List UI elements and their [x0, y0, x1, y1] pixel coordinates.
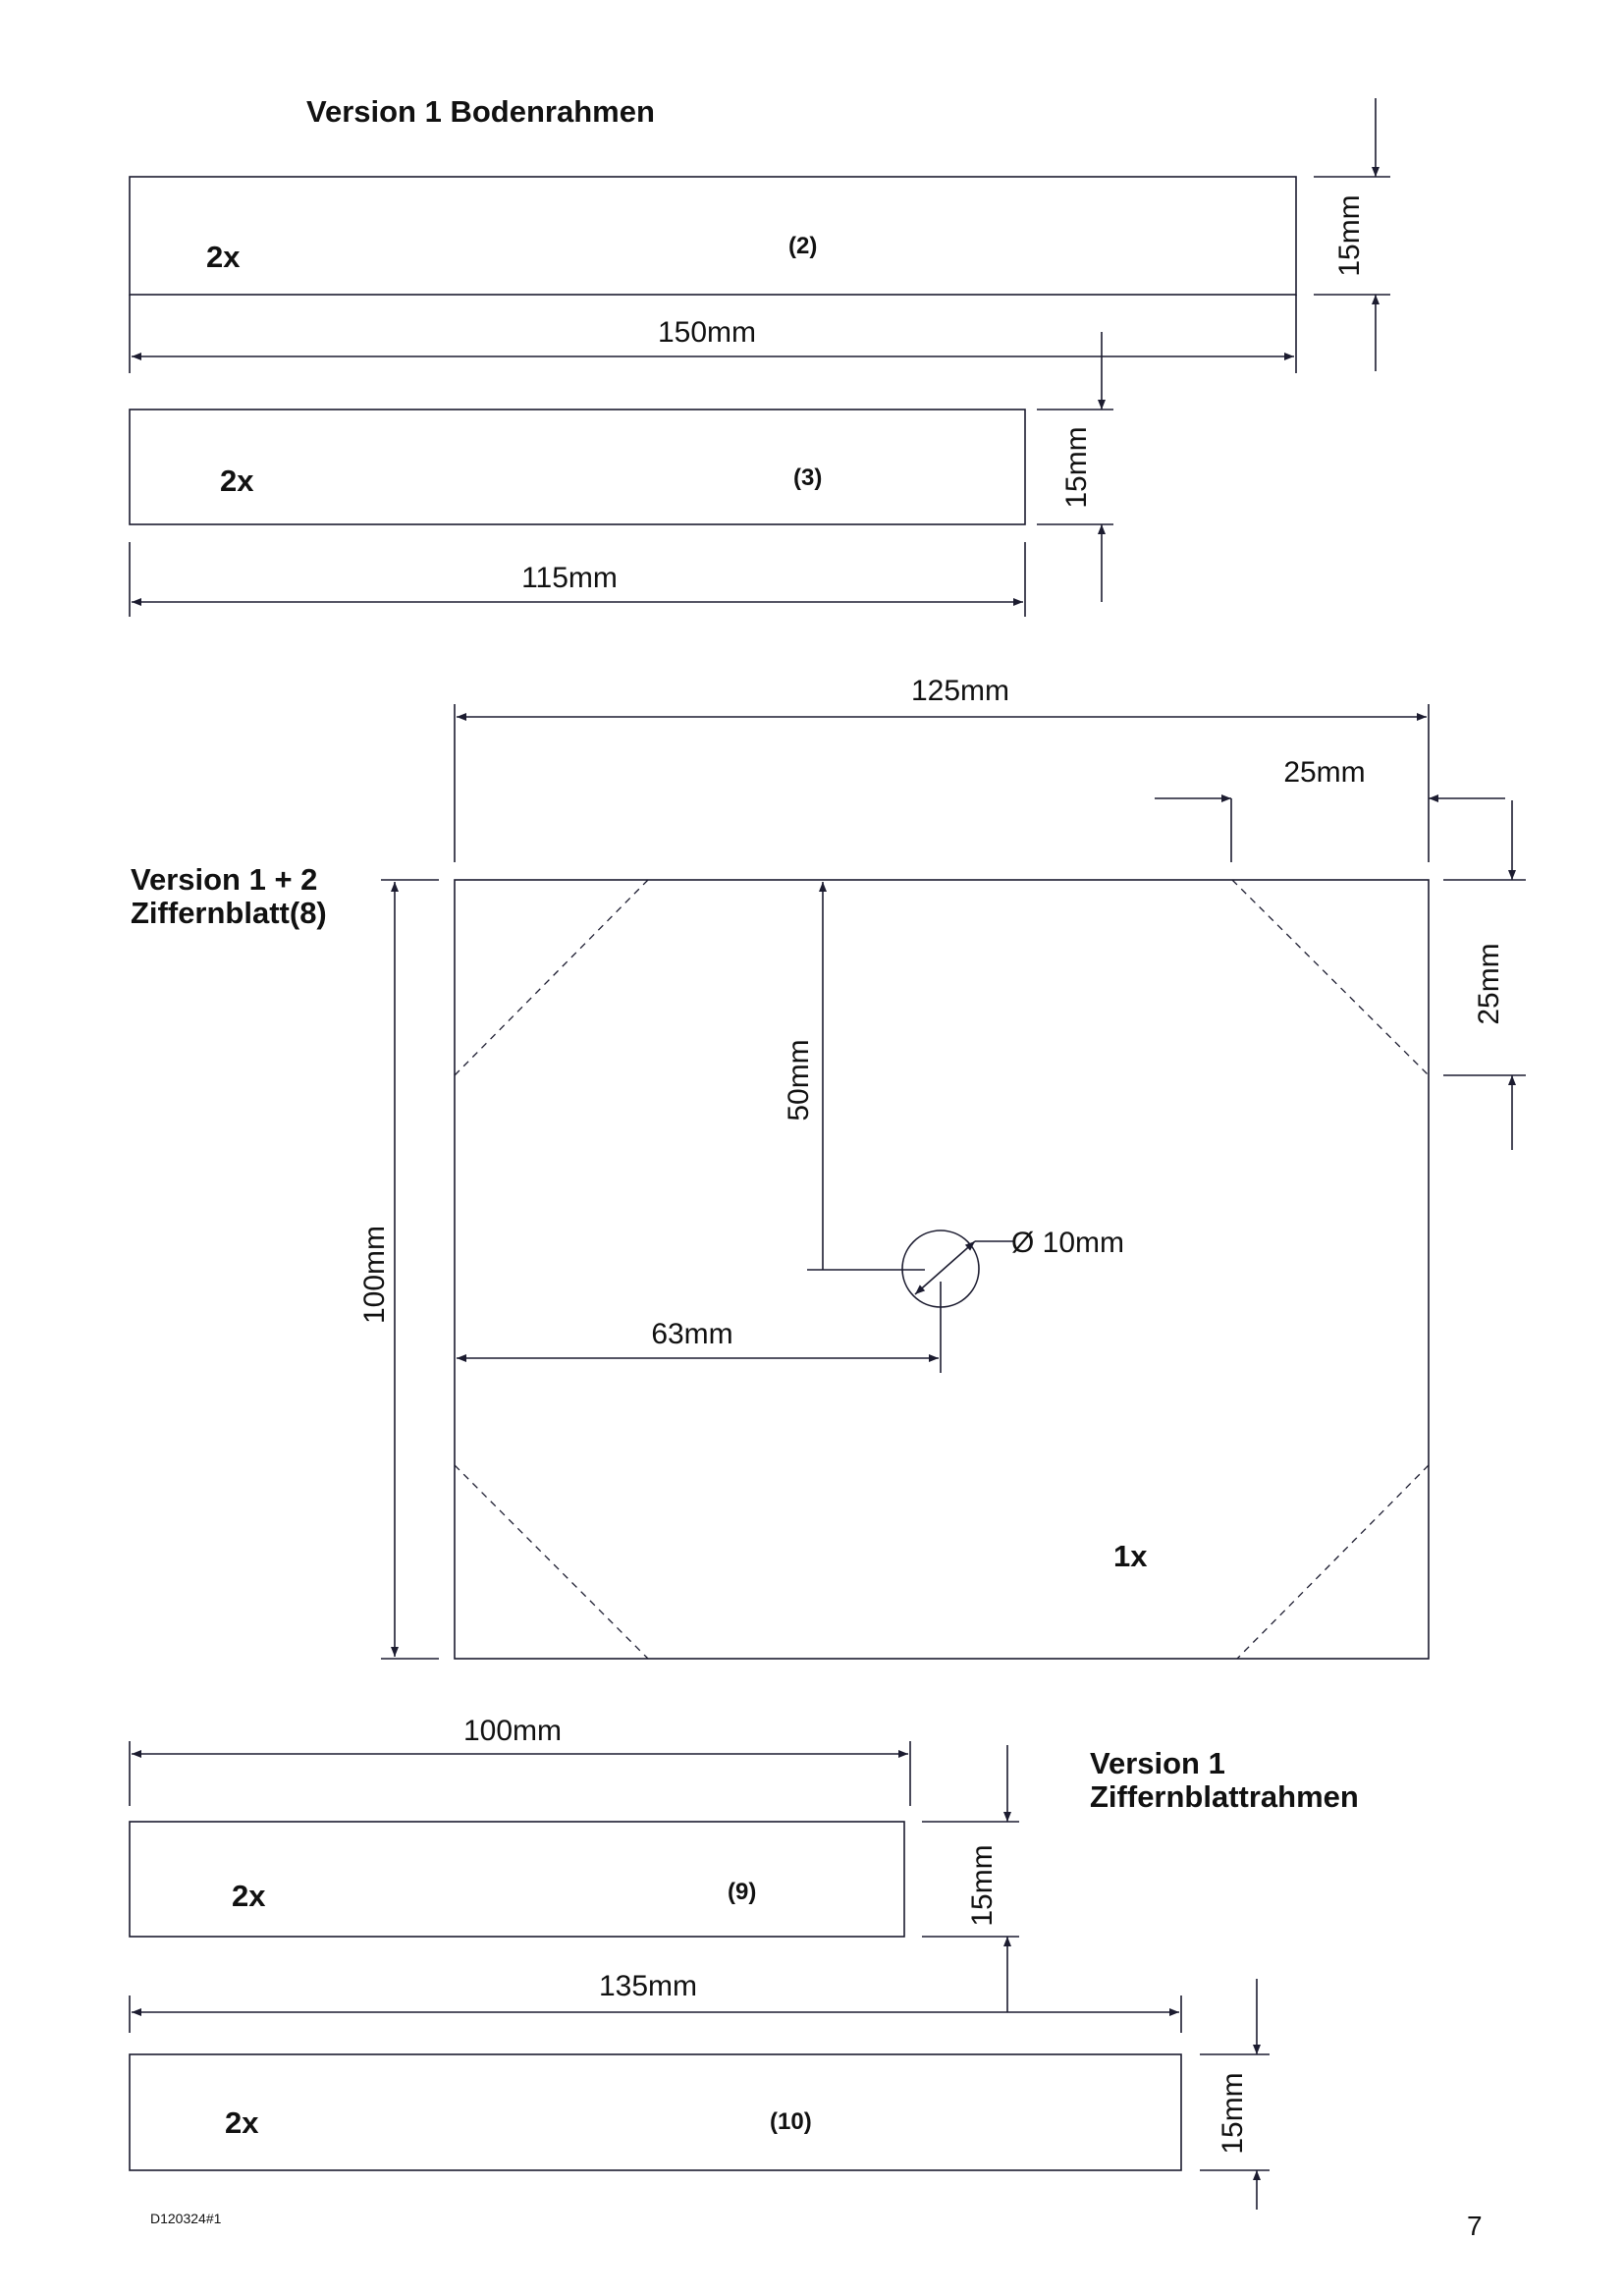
section-bodenrahmen: Version 1 Bodenrahmen 2x (2) 150mm 15mm … — [129, 94, 1390, 617]
dimension-width: 15mm — [1217, 2072, 1249, 2154]
section-title-line2: Ziffernblattrahmen — [1090, 1779, 1359, 1814]
section-ziffernblatt: Version 1 + 2 Ziffernblatt(8) 1x 125mm 2… — [131, 675, 1526, 1660]
part-quantity: 2x — [206, 240, 241, 274]
dimension-length: 135mm — [599, 1970, 697, 2002]
section-title: Version 1 Bodenrahmen — [306, 94, 655, 129]
dimension-hole-left: 63mm — [651, 1318, 732, 1350]
dimension-length: 100mm — [463, 1715, 562, 1747]
part-9: 100mm 2x (9) 15mm — [129, 1715, 1019, 2012]
part-number: (3) — [793, 465, 822, 491]
dimension-hole-top: 50mm — [783, 1039, 815, 1121]
dimension-hole-diameter: Ø 10mm — [1011, 1227, 1124, 1259]
dimension-corner-horizontal: 25mm — [1283, 756, 1365, 789]
page-number: 7 — [1467, 2211, 1483, 2241]
section-title-line2: Ziffernblatt(8) — [131, 896, 327, 930]
part-10: 135mm 2x (10) 15mm — [129, 1970, 1270, 2210]
dimension-corner-vertical: 25mm — [1473, 943, 1505, 1024]
part-number: (2) — [788, 233, 817, 259]
document-code: D120324#1 — [150, 2211, 222, 2226]
section-title-line1: Version 1 + 2 — [131, 862, 317, 897]
section-title-line1: Version 1 — [1090, 1746, 1225, 1780]
dimension-length: 150mm — [658, 316, 756, 349]
dimension-height: 100mm — [358, 1226, 391, 1324]
dimension-length: 115mm — [521, 562, 618, 594]
dimension-width: 15mm — [1060, 426, 1093, 508]
part-quantity: 1x — [1113, 1539, 1148, 1573]
part-3: 2x (3) 115mm 15mm — [129, 332, 1113, 617]
part-number: (10) — [770, 2108, 812, 2135]
dimension-width: 15mm — [966, 1844, 999, 1926]
part-quantity: 2x — [220, 464, 254, 498]
part-2: 2x (2) 150mm 15mm — [129, 98, 1390, 373]
part-quantity: 2x — [232, 1879, 266, 1913]
dimension-width: 125mm — [911, 675, 1009, 707]
section-ziffernblattrahmen: Version 1 Ziffernblattrahmen 100mm 2x (9… — [129, 1715, 1359, 2210]
dial-plate — [454, 879, 1430, 1660]
part-quantity: 2x — [225, 2105, 259, 2140]
dimension-width: 15mm — [1333, 194, 1366, 276]
part-number: (9) — [728, 1879, 756, 1905]
